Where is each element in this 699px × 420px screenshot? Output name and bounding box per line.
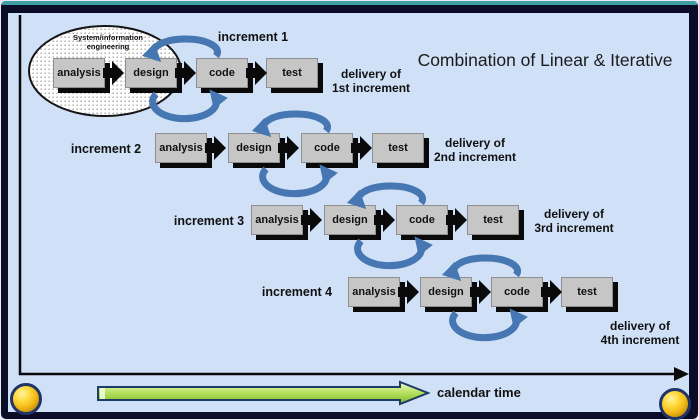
step-box-design: design: [420, 277, 472, 307]
teal-accent-strip: [2, 1, 697, 5]
step-box-design: design: [228, 133, 280, 163]
delivery-line: 1st increment: [331, 80, 411, 95]
corner-orb-icon: [10, 383, 42, 415]
delivery-line: delivery of: [444, 136, 506, 150]
delivery-line: delivery of: [340, 67, 402, 81]
delivery-line: 3rd increment: [534, 220, 614, 235]
increment-1-label: increment 1: [217, 30, 289, 44]
delivery-4-label: delivery of 4th increment: [582, 319, 698, 347]
increment-3-label: increment 3: [173, 214, 245, 228]
step-box-design: design: [324, 205, 376, 235]
delivery-2-label: delivery of 2nd increment: [417, 136, 533, 164]
calendar-time-label: calendar time: [437, 385, 521, 400]
step-box-code: code: [301, 133, 353, 163]
step-box-test: test: [467, 205, 519, 235]
delivery-line: delivery of: [543, 207, 605, 221]
delivery-line: 4th increment: [600, 332, 680, 347]
step-box-code: code: [196, 58, 248, 88]
delivery-1-label: delivery of 1st increment: [313, 67, 429, 95]
increment-2-label: increment 2: [70, 142, 142, 156]
step-box-test: test: [266, 58, 318, 88]
step-box-analysis: analysis: [53, 58, 105, 88]
delivery-line: 2nd increment: [433, 149, 517, 164]
diagram-title: Combination of Linear & Iterative: [417, 50, 673, 70]
step-box-code: code: [491, 277, 543, 307]
step-box-design: design: [125, 58, 177, 88]
delivery-3-label: delivery of 3rd increment: [516, 207, 632, 235]
corner-orb-icon: [659, 388, 691, 420]
step-box-test: test: [561, 277, 613, 307]
delivery-line: delivery of: [609, 319, 671, 333]
step-box-code: code: [396, 205, 448, 235]
increment-4-label: increment 4: [261, 285, 333, 299]
system-engineering-label: System/information engineering: [72, 33, 143, 51]
